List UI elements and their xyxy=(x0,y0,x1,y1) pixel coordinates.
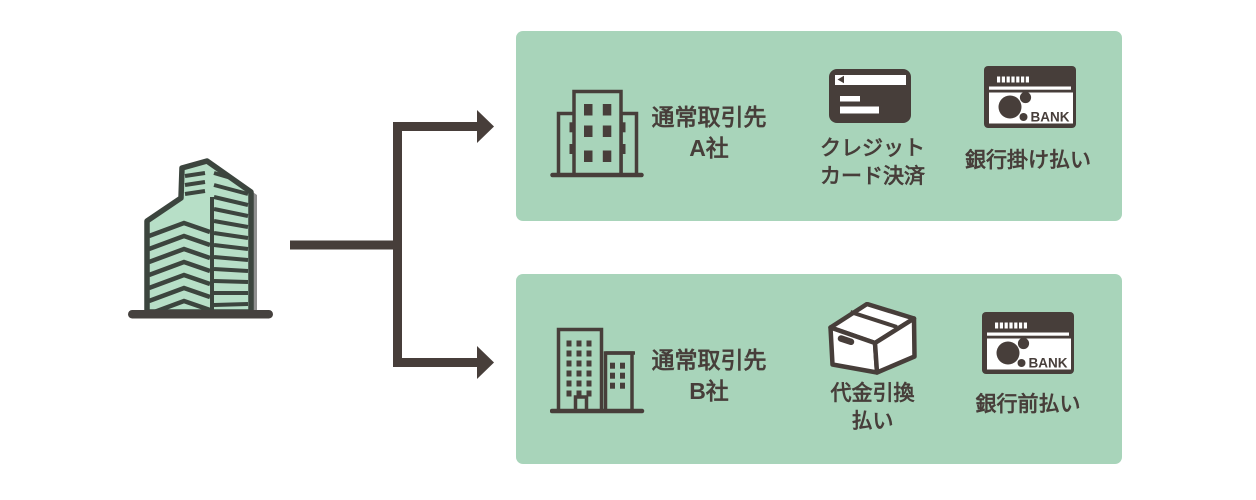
company-b-line1: 通常取引先 xyxy=(651,347,767,373)
credit-card-label-line2: カード決済 xyxy=(820,165,925,188)
partner-a-panel: 通常取引先 A社 クレジット カード決済 xyxy=(516,31,1122,221)
company-a-line1: 通常取引先 xyxy=(651,104,767,130)
arrowhead-bottom xyxy=(477,346,494,379)
skyscraper-ground-base xyxy=(128,310,273,319)
credit-card-icon xyxy=(829,69,911,123)
box-handle-slot xyxy=(837,335,855,346)
bank-passbook-icon: BANK xyxy=(984,66,1076,128)
branching-arrows xyxy=(290,110,494,379)
bank-prepaid-label-line1: 銀行前払い xyxy=(975,393,1081,416)
payment-bank-prepaid-label: 銀行前払い xyxy=(942,391,1114,419)
bank-badge-text: BANK xyxy=(1029,356,1068,371)
bank-passbook-icon: BANK xyxy=(982,312,1074,374)
payment-cod-label: 代金引換 払い xyxy=(802,380,943,436)
arrow-bracket xyxy=(393,122,478,367)
company-a-line2: A社 xyxy=(689,135,729,161)
company-b-line2: B社 xyxy=(689,378,729,404)
bank-deferred-label-line1: 銀行掛け払い xyxy=(965,149,1091,172)
company-a-label: 通常取引先 A社 xyxy=(634,102,784,164)
bank-badge-text: BANK xyxy=(1031,110,1070,125)
two-buildings-icon xyxy=(550,327,645,414)
cod-label-line2: 払い xyxy=(851,410,894,433)
payment-credit-card-label: クレジット カード決済 xyxy=(802,135,943,191)
payment-bank-deferred-label: 銀行掛け払い xyxy=(942,147,1114,175)
skyscraper-icon xyxy=(128,158,273,319)
partner-b-panel: 通常取引先 B社 代金引換 払い xyxy=(516,274,1122,464)
skyscraper-floor-stripes xyxy=(148,171,249,312)
credit-card-label-line1: クレジット xyxy=(820,137,925,160)
company-b-label: 通常取引先 B社 xyxy=(634,345,784,407)
cod-label-line1: 代金引換 xyxy=(830,382,915,405)
arrowhead-top xyxy=(477,110,494,143)
office-building-icon xyxy=(550,89,644,178)
package-box-icon xyxy=(828,302,917,375)
